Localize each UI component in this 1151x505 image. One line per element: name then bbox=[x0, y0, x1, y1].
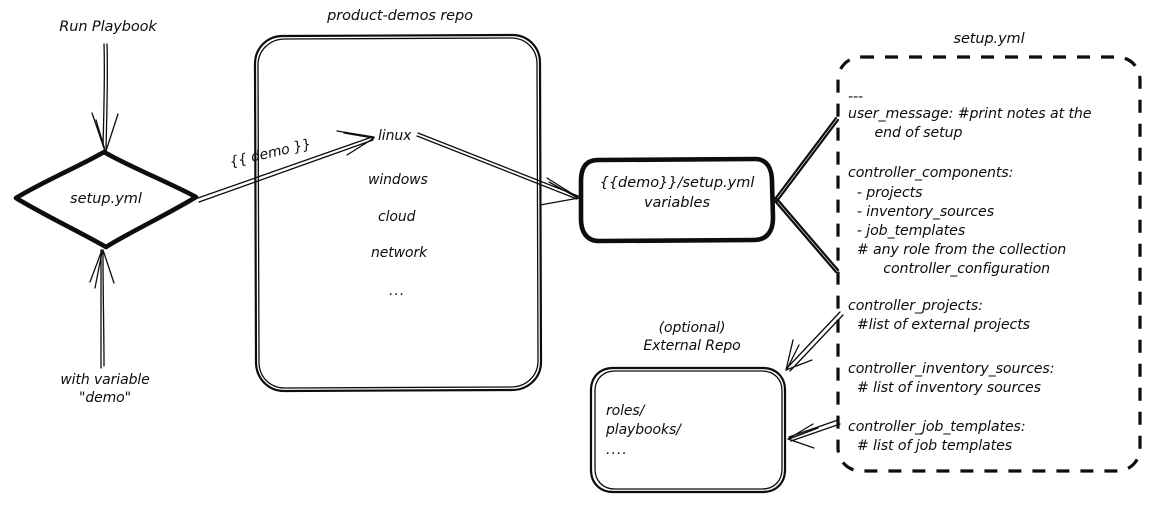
external-repo-line-roles: roles/ bbox=[606, 403, 645, 419]
arrow-setup-to-linux bbox=[197, 130, 375, 203]
setup-yml-line-14: controller_inventory_sources: bbox=[848, 361, 1055, 377]
title-product-demos-repo: product-demos repo bbox=[327, 8, 473, 24]
node-setup-yml-dashed-box bbox=[836, 55, 1142, 473]
external-repo-line-playbooks: playbooks/ bbox=[606, 422, 681, 438]
repo-item-network: network bbox=[371, 245, 428, 261]
setup-yml-line-5: - projects bbox=[848, 185, 923, 201]
arrow-run-playbook bbox=[91, 43, 119, 152]
connector-setupyml-to-variables bbox=[773, 116, 840, 274]
node-setup-yml-diamond bbox=[13, 149, 199, 250]
arrow-controller-job-templates-to-external-repo bbox=[787, 419, 841, 449]
node-variables-box bbox=[578, 156, 776, 244]
setup-yml-line-0: --- bbox=[848, 89, 864, 105]
repo-item-ellipsis: ... bbox=[389, 283, 406, 299]
setup-yml-line-15: # list of inventory sources bbox=[848, 380, 1041, 396]
setup-yml-line-8: # any role from the collection bbox=[848, 242, 1067, 258]
node-label-setup-yml-diamond: setup.yml bbox=[70, 191, 142, 207]
node-product-demos-repo-box bbox=[253, 33, 543, 393]
repo-item-linux: linux bbox=[378, 128, 412, 144]
arrow-controller-projects-to-external-repo bbox=[785, 311, 844, 372]
setup-yml-line-18: # list of job templates bbox=[848, 438, 1013, 454]
setup-yml-line-4: controller_components: bbox=[848, 165, 1014, 181]
setup-yml-line-6: - inventory_sources bbox=[848, 204, 994, 220]
node-label-variables-box-line2: variables bbox=[643, 195, 711, 211]
setup-yml-line-7: - job_templates bbox=[848, 223, 966, 239]
title-external-repo: (optional) External Repo bbox=[643, 320, 741, 354]
repo-item-cloud: cloud bbox=[378, 209, 416, 225]
setup-yml-line-12: #list of external projects bbox=[848, 317, 1030, 333]
arrow-with-variable bbox=[89, 249, 115, 369]
setup-yml-line-11: controller_projects: bbox=[848, 298, 983, 314]
setup-yml-line-9: controller_configuration bbox=[848, 261, 1051, 277]
label-run-playbook: Run Playbook bbox=[59, 19, 157, 35]
external-repo-line-ellipsis: .... bbox=[606, 442, 628, 458]
arrow-linux-to-variables bbox=[416, 132, 580, 206]
setup-yml-line-17: controller_job_templates: bbox=[848, 419, 1026, 435]
node-external-repo-box bbox=[589, 366, 787, 494]
node-label-variables-box-line1: {{demo}}/setup.yml bbox=[599, 175, 755, 191]
setup-yml-line-1: user_message: #print notes at the bbox=[848, 106, 1092, 122]
repo-item-windows: windows bbox=[368, 172, 428, 188]
title-setup-yml-file: setup.yml bbox=[953, 31, 1025, 47]
label-with-variable: with variable "demo" bbox=[60, 372, 150, 406]
setup-yml-line-2: end of setup bbox=[848, 125, 963, 141]
